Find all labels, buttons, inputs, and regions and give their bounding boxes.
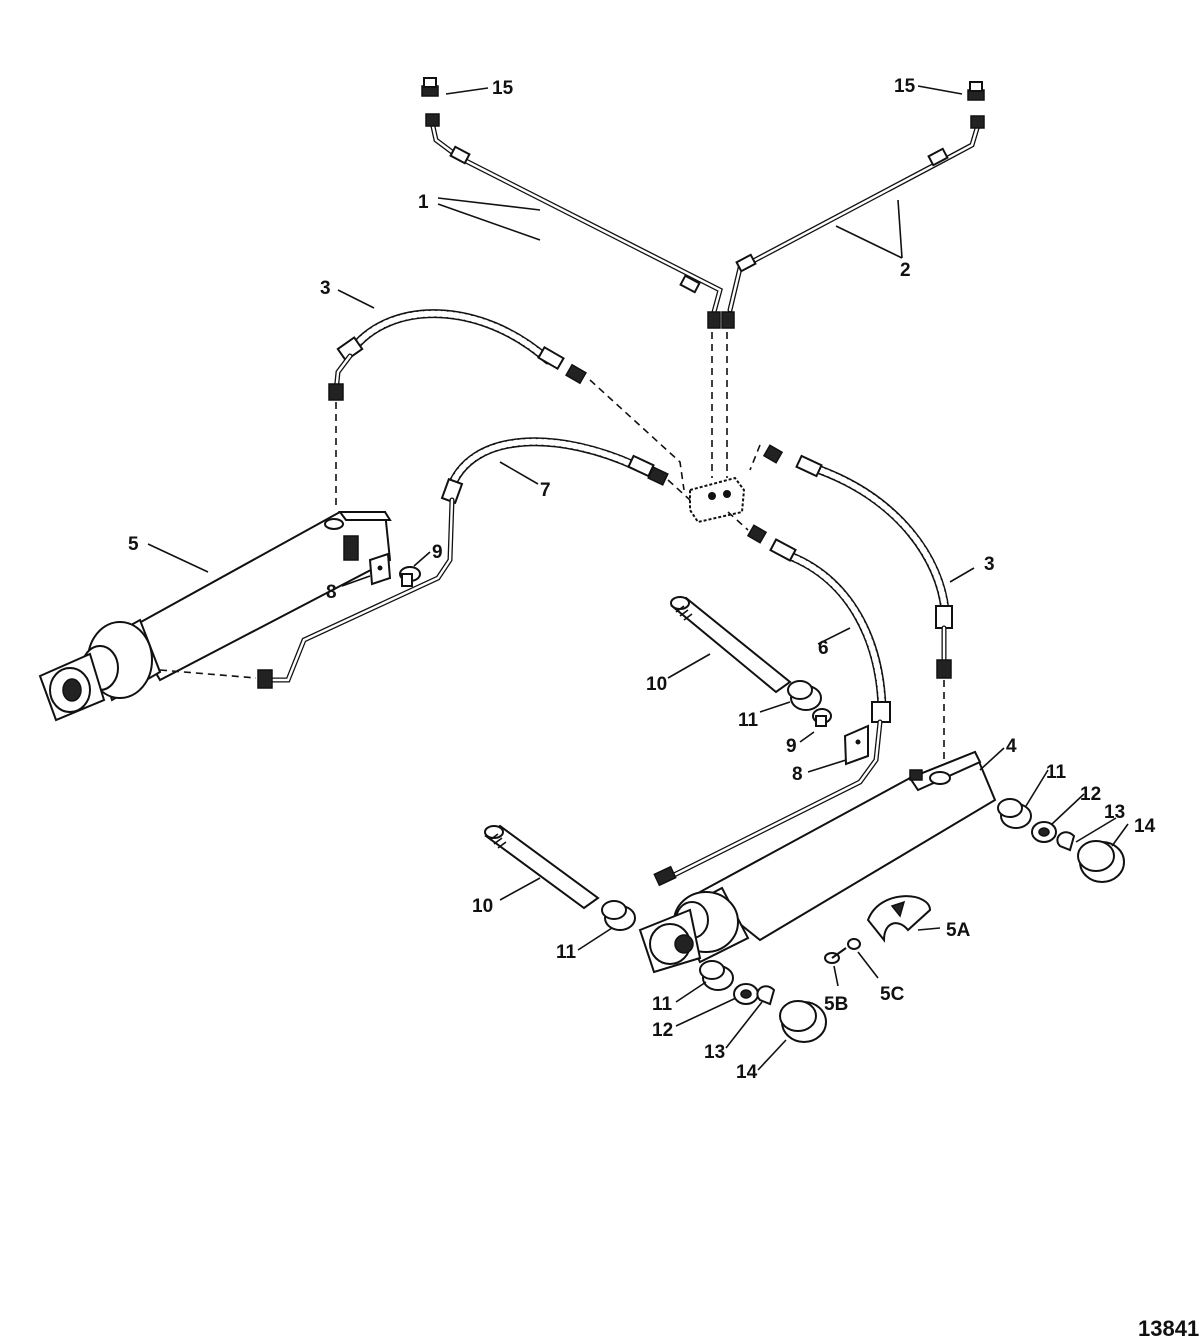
callout-5A: 5A	[946, 920, 971, 941]
callout-labels: 15 15 1 2 3 7 5 8 9 3 6 10 11 9 8 4 11 1…	[128, 76, 1156, 1083]
callout-10-upper: 10	[646, 674, 667, 695]
hose-3-right	[762, 444, 953, 679]
bushing-11-bottom	[699, 960, 734, 991]
leader-lines	[147, 85, 1129, 1071]
clip-13-right	[1056, 831, 1076, 852]
callout-13-right: 13	[1104, 802, 1125, 823]
reference-number: 13841	[1138, 1316, 1199, 1341]
screw-5B	[824, 947, 847, 964]
callout-12-right: 12	[1080, 784, 1101, 805]
callout-15-left: 15	[492, 78, 514, 99]
callout-4: 4	[1006, 736, 1017, 757]
tube-1	[425, 113, 723, 329]
guide-hose3r-to-manifold	[749, 444, 761, 471]
callout-1: 1	[418, 192, 429, 213]
callout-7: 7	[540, 480, 551, 501]
callout-6: 6	[818, 638, 829, 659]
bushing-11-right	[997, 798, 1032, 829]
bracket-8-left	[368, 552, 392, 586]
pin-10-lower	[484, 824, 600, 910]
cap-15-right	[967, 81, 985, 101]
callout-14-right: 14	[1134, 816, 1156, 837]
callout-9-right: 9	[786, 736, 797, 757]
callout-3-left: 3	[320, 278, 331, 299]
washer-12-right	[1031, 821, 1057, 843]
tube-2	[721, 115, 985, 329]
cylinder-5	[38, 511, 392, 722]
manifold-block	[689, 476, 746, 524]
hose-6	[653, 524, 891, 887]
guide-hose7-to-manifold	[667, 479, 691, 501]
washer-5C	[847, 938, 861, 950]
hose-7	[257, 437, 669, 689]
guide-manifold-to-hose6	[727, 511, 749, 531]
callout-11-bottom: 11	[652, 994, 673, 1015]
callout-14-bottom: 14	[736, 1062, 758, 1083]
washer-12-bottom	[733, 983, 759, 1005]
callout-5: 5	[128, 534, 139, 555]
callout-8-left: 8	[326, 582, 337, 603]
screw-9-left	[399, 566, 421, 587]
bushing-11-upper	[787, 680, 822, 711]
bushing-11-lower	[601, 900, 636, 931]
callout-11-upper: 11	[738, 710, 759, 731]
callout-13-bottom: 13	[704, 1042, 725, 1063]
bracket-8-right	[843, 724, 869, 766]
callout-10-lower: 10	[472, 896, 493, 917]
callout-5B: 5B	[824, 994, 848, 1015]
cap-14-right	[1077, 840, 1125, 883]
callout-11-lower: 11	[556, 942, 577, 963]
callout-12-bottom: 12	[652, 1020, 673, 1041]
clip-13-bottom	[756, 985, 776, 1006]
callout-8-right: 8	[792, 764, 803, 785]
clamp-5A	[866, 895, 932, 943]
pin-10-upper	[670, 596, 792, 694]
callout-15-right: 15	[894, 76, 916, 97]
callout-2: 2	[900, 260, 911, 281]
callout-9-left: 9	[432, 542, 443, 563]
callout-11-right: 11	[1046, 762, 1067, 783]
cylinder-4	[638, 750, 997, 974]
cap-14-bottom	[779, 1000, 827, 1043]
cap-15-left	[421, 77, 439, 97]
callout-5C: 5C	[880, 984, 905, 1005]
guide-hose3-to-manifold	[589, 379, 685, 491]
hose-3-left	[328, 309, 587, 401]
screw-9-right	[812, 708, 832, 727]
callout-3-right: 3	[984, 554, 995, 575]
